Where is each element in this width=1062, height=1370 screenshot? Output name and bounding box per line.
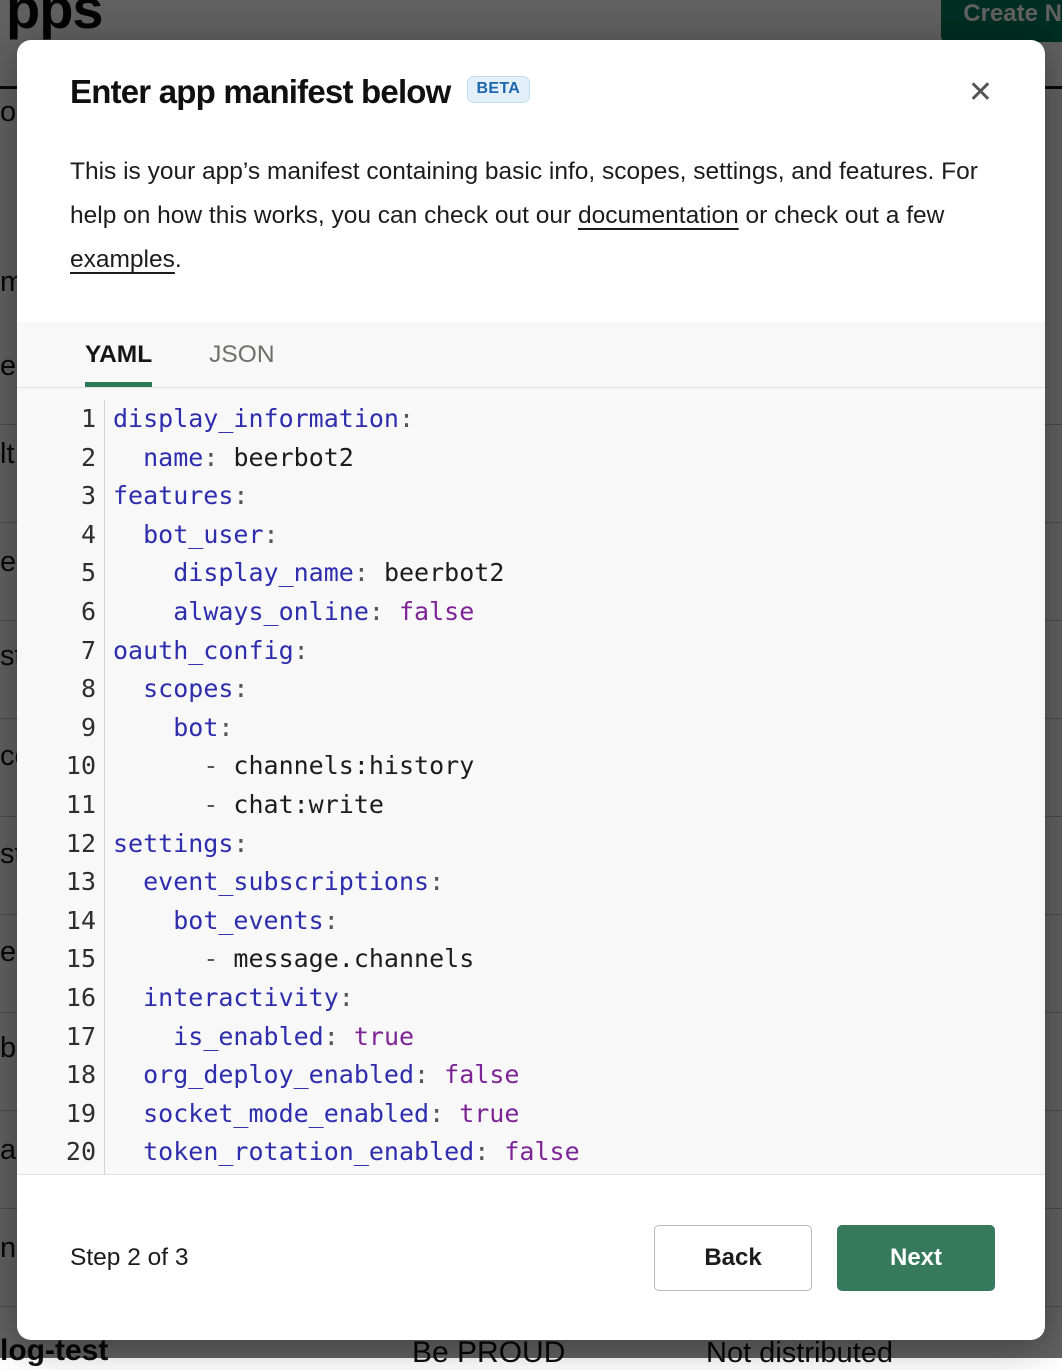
tab-yaml[interactable]: YAML: [85, 322, 152, 387]
code-content: display_information: name: beerbot2featu…: [105, 400, 1045, 1174]
code-line: settings:: [113, 825, 1045, 864]
code-line: token_rotation_enabled: false: [113, 1133, 1045, 1172]
line-number: 9: [17, 709, 96, 748]
back-button[interactable]: Back: [654, 1225, 812, 1291]
line-number: 1: [17, 400, 96, 439]
page-title: Enter app manifest below: [70, 70, 451, 114]
code-line: display_information:: [113, 400, 1045, 439]
manifest-code-editor[interactable]: 1234567891011121314151617181920 display_…: [17, 388, 1045, 1175]
next-button[interactable]: Next: [837, 1225, 995, 1291]
step-indicator: Step 2 of 3: [70, 1244, 189, 1272]
tab-json[interactable]: JSON: [209, 322, 274, 387]
line-number: 2: [17, 439, 96, 478]
description-link[interactable]: examples: [70, 246, 175, 273]
beta-badge: BETA: [467, 76, 531, 103]
code-line: - chat:write: [113, 786, 1045, 825]
code-line: name: beerbot2: [113, 439, 1045, 478]
line-number: 4: [17, 516, 96, 555]
code-line: bot_user:: [113, 516, 1045, 555]
code-line: scopes:: [113, 670, 1045, 709]
line-number: 5: [17, 554, 96, 593]
line-number: 14: [17, 902, 96, 941]
description-text: .: [175, 246, 182, 273]
code-line: is_enabled: true: [113, 1018, 1045, 1057]
description-link[interactable]: documentation: [578, 202, 739, 229]
code-line: bot:: [113, 709, 1045, 748]
line-number: 12: [17, 825, 96, 864]
line-number: 16: [17, 979, 96, 1018]
code-line: - message.channels: [113, 940, 1045, 979]
line-number: 20: [17, 1133, 96, 1172]
line-number-gutter: 1234567891011121314151617181920: [17, 400, 105, 1174]
close-icon[interactable]: ✕: [966, 74, 995, 112]
code-line: display_name: beerbot2: [113, 554, 1045, 593]
line-number: 11: [17, 786, 96, 825]
code-line: interactivity:: [113, 979, 1045, 1018]
line-number: 13: [17, 863, 96, 902]
footer-buttons: Back Next: [654, 1225, 995, 1291]
code-line: always_online: false: [113, 593, 1045, 632]
code-line: - channels:history: [113, 747, 1045, 786]
line-number: 18: [17, 1056, 96, 1095]
description-text: or check out a few: [739, 202, 945, 229]
line-number: 19: [17, 1095, 96, 1134]
code-line: oauth_config:: [113, 632, 1045, 671]
line-number: 8: [17, 670, 96, 709]
editor-tabs: YAML JSON: [17, 322, 1045, 388]
modal-description: This is your app’s manifest containing b…: [17, 150, 1045, 282]
line-number: 3: [17, 477, 96, 516]
code-line: org_deploy_enabled: false: [113, 1056, 1045, 1095]
modal-footer: Step 2 of 3 Back Next: [17, 1175, 1045, 1340]
code-line: features:: [113, 477, 1045, 516]
line-number: 10: [17, 747, 96, 786]
line-number: 17: [17, 1018, 96, 1057]
line-number: 15: [17, 940, 96, 979]
code-line: socket_mode_enabled: true: [113, 1095, 1045, 1134]
line-number: 6: [17, 593, 96, 632]
code-line: event_subscriptions:: [113, 863, 1045, 902]
app-manifest-modal: Enter app manifest below BETA ✕ This is …: [17, 40, 1045, 1340]
line-number: 7: [17, 632, 96, 671]
code-line: bot_events:: [113, 902, 1045, 941]
modal-header: Enter app manifest below BETA ✕: [17, 40, 1045, 114]
